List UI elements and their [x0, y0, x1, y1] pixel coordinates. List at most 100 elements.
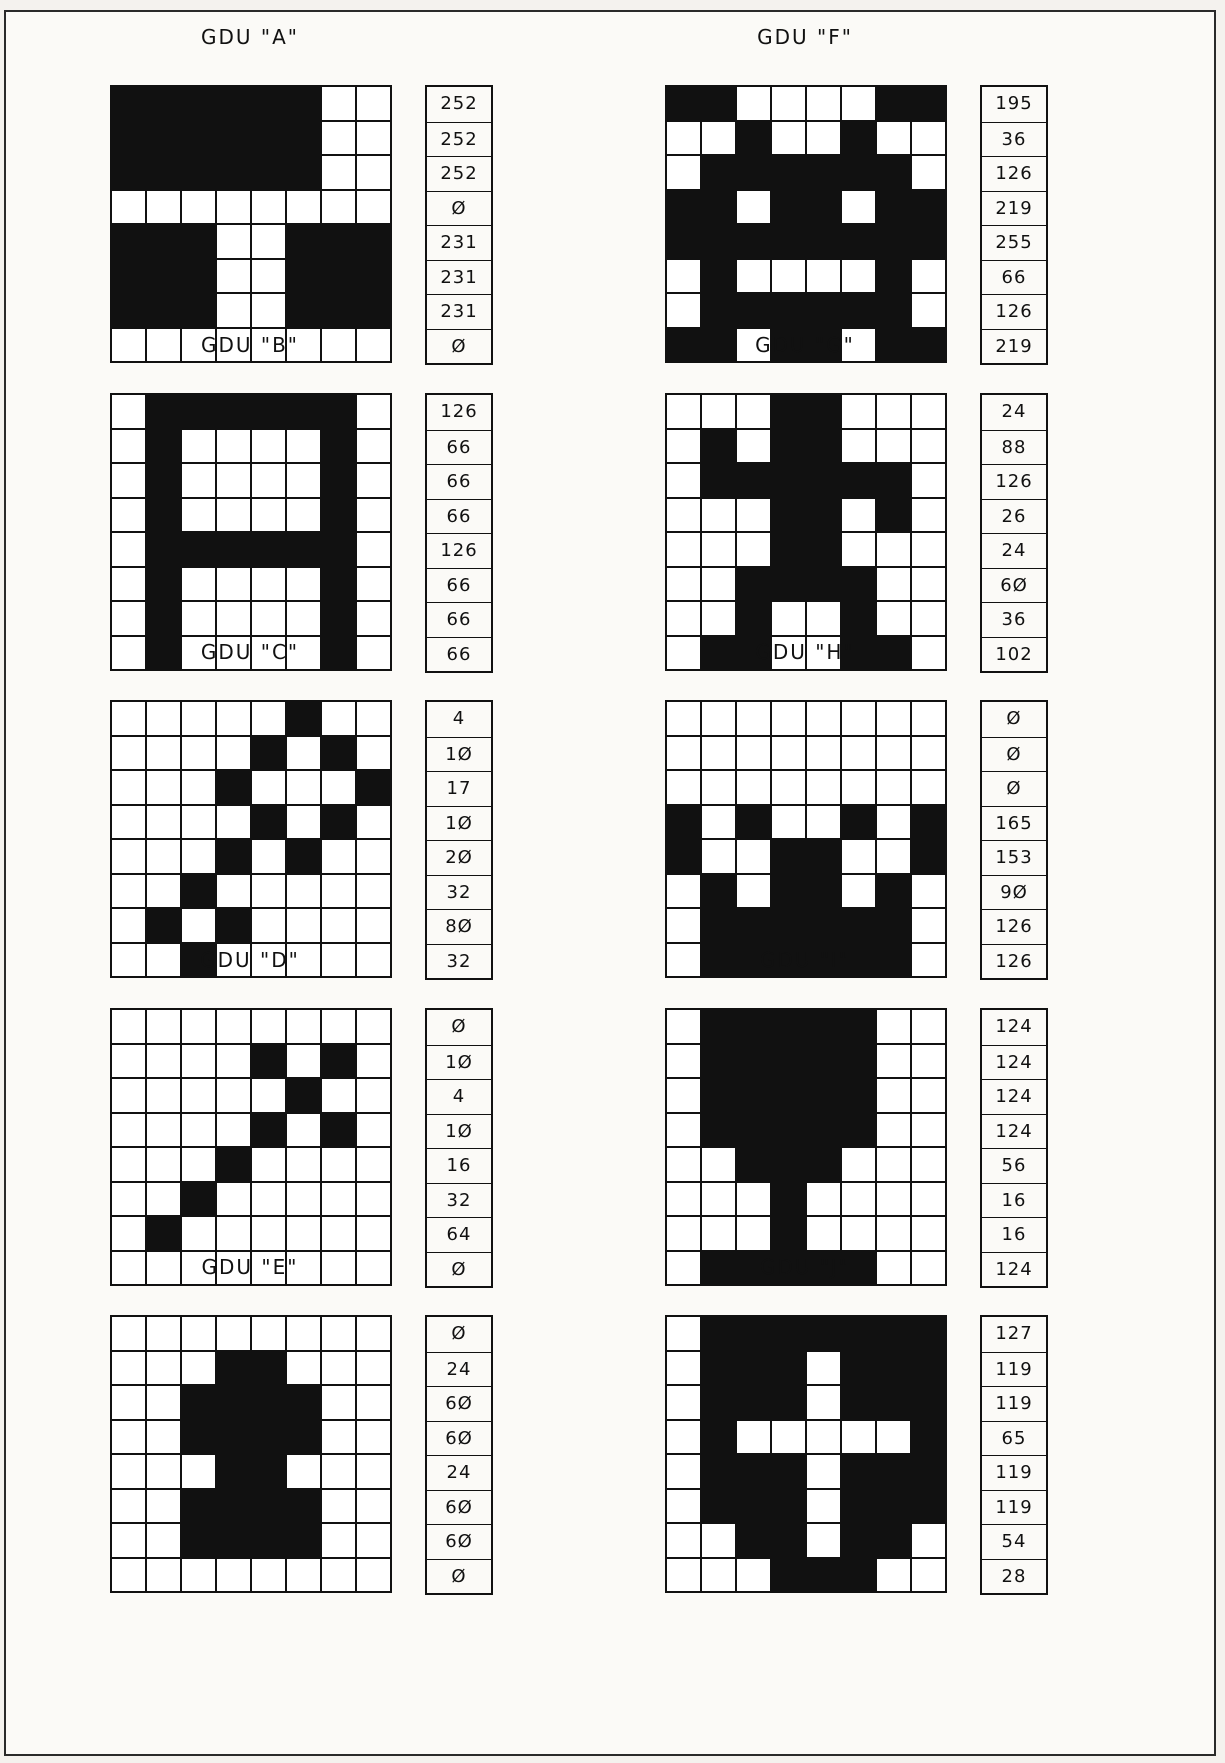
- pixel-on: [250, 1384, 285, 1419]
- pixel-off: [875, 838, 910, 873]
- pixel-off: [875, 1112, 910, 1147]
- pixel-off: [320, 85, 355, 120]
- pixel-off: [250, 1315, 285, 1350]
- pixel-off: [285, 600, 320, 635]
- pixel-on: [770, 1557, 805, 1592]
- pixel-off: [215, 600, 250, 635]
- pixel-on: [145, 428, 180, 463]
- pixel-on: [770, 1008, 805, 1043]
- byte-value: 124: [982, 1114, 1046, 1149]
- pixel-off: [285, 1008, 320, 1043]
- pixel-off: [110, 1008, 145, 1043]
- byte-value: 119: [982, 1386, 1046, 1421]
- pixel-off: [665, 258, 700, 293]
- pixel-on: [735, 566, 770, 601]
- pixel-on: [215, 1384, 250, 1419]
- gdu-title: GDU "B": [110, 333, 390, 357]
- pixel-on: [770, 1043, 805, 1078]
- pixel-on: [145, 154, 180, 189]
- pixel-off: [355, 531, 390, 566]
- pixel-on: [285, 223, 320, 258]
- gdu-panel: GDU "D"Ø1Ø41Ø163264Ø: [110, 948, 530, 1278]
- pixel-on: [910, 1453, 945, 1488]
- pixel-off: [910, 1215, 945, 1250]
- pixel-off: [355, 1215, 390, 1250]
- pixel-on: [250, 1488, 285, 1523]
- pixel-on: [285, 85, 320, 120]
- pixel-on: [735, 223, 770, 258]
- gdu-title: GDU "J": [665, 1255, 945, 1279]
- pixel-on: [805, 907, 840, 942]
- pixel-off: [805, 1350, 840, 1385]
- pixel-on: [110, 85, 145, 120]
- pixel-off: [735, 531, 770, 566]
- gdu-panel: GDU "C"41Ø171Ø2Ø328Ø32: [110, 640, 530, 970]
- pixel-on: [770, 1181, 805, 1216]
- pixel-on: [215, 1419, 250, 1454]
- pixel-off: [110, 735, 145, 770]
- pixel-off: [320, 1350, 355, 1385]
- pixel-on: [700, 223, 735, 258]
- byte-value: 9Ø: [982, 875, 1046, 910]
- byte-values: 126666666126666666: [425, 393, 493, 673]
- pixel-off: [215, 497, 250, 532]
- pixel-off: [320, 189, 355, 224]
- pixel-on: [875, 462, 910, 497]
- pixel-on: [320, 393, 355, 428]
- pixel-off: [355, 85, 390, 120]
- pixel-off: [805, 1215, 840, 1250]
- pixel-off: [250, 223, 285, 258]
- pixel-off: [285, 428, 320, 463]
- pixel-off: [355, 600, 390, 635]
- pixel-on: [735, 120, 770, 155]
- pixel-grid: [110, 85, 392, 363]
- pixel-off: [805, 1453, 840, 1488]
- pixel-off: [110, 1215, 145, 1250]
- pixel-on: [840, 1453, 875, 1488]
- pixel-off: [110, 907, 145, 942]
- pixel-off: [840, 700, 875, 735]
- pixel-off: [910, 1008, 945, 1043]
- pixel-off: [665, 462, 700, 497]
- pixel-off: [735, 1181, 770, 1216]
- pixel-off: [320, 1181, 355, 1216]
- pixel-off: [215, 1112, 250, 1147]
- pixel-off: [285, 1350, 320, 1385]
- pixel-on: [735, 1043, 770, 1078]
- pixel-on: [250, 1112, 285, 1147]
- byte-value: 56: [982, 1148, 1046, 1183]
- gdu-title: GDU "D": [110, 948, 390, 972]
- pixel-off: [875, 600, 910, 635]
- byte-values: 252252252Ø231231231Ø: [425, 85, 493, 365]
- pixel-off: [910, 393, 945, 428]
- pixel-off: [180, 1215, 215, 1250]
- pixel-off: [875, 393, 910, 428]
- byte-value: 6Ø: [982, 568, 1046, 603]
- pixel-off: [320, 120, 355, 155]
- pixel-off: [110, 1453, 145, 1488]
- pixel-off: [355, 873, 390, 908]
- pixel-off: [355, 1522, 390, 1557]
- pixel-on: [840, 154, 875, 189]
- pixel-on: [875, 907, 910, 942]
- pixel-off: [355, 1112, 390, 1147]
- pixel-off: [110, 428, 145, 463]
- byte-value: 126: [982, 909, 1046, 944]
- pixel-grid: [110, 1008, 392, 1286]
- pixel-off: [285, 1112, 320, 1147]
- pixel-on: [805, 428, 840, 463]
- gdu-title: GDU "E": [110, 1255, 390, 1279]
- pixel-on: [875, 1522, 910, 1557]
- pixel-off: [355, 1384, 390, 1419]
- pixel-on: [770, 428, 805, 463]
- pixel-off: [110, 1419, 145, 1454]
- pixel-off: [285, 907, 320, 942]
- pixel-on: [250, 154, 285, 189]
- pixel-off: [910, 1043, 945, 1078]
- pixel-off: [215, 189, 250, 224]
- pixel-on: [700, 1043, 735, 1078]
- pixel-off: [840, 1419, 875, 1454]
- pixel-off: [665, 1043, 700, 1078]
- pixel-on: [735, 1112, 770, 1147]
- pixel-on: [180, 393, 215, 428]
